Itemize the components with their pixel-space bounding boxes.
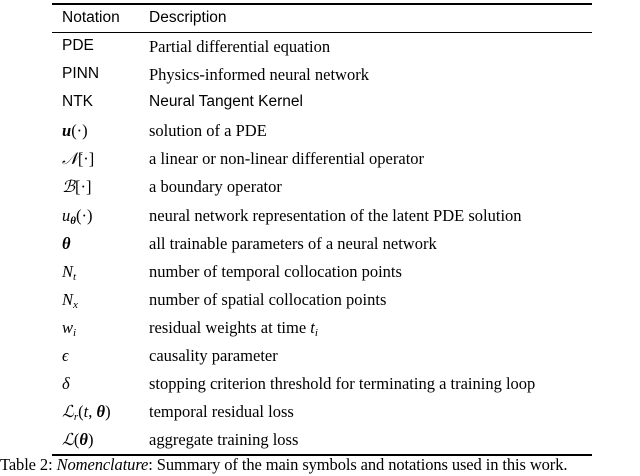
notation-cell: PDE	[62, 37, 94, 54]
table-row: NTK Neural Tangent Kernel	[52, 89, 592, 117]
description-cell: all trainable parameters of a neural net…	[149, 233, 437, 253]
description-cell: a boundary operator	[149, 177, 282, 197]
table-row: δ stopping criterion threshold for termi…	[52, 370, 592, 398]
table-row: θ all trainable parameters of a neural n…	[52, 230, 592, 258]
table-row: uθ(·) neural network representation of t…	[52, 202, 592, 230]
header-description: Description	[149, 9, 227, 26]
table-top-rule	[52, 3, 592, 5]
table-row: u(·) solution of a PDE	[52, 117, 592, 145]
table-header-row: Notation Description	[52, 4, 592, 32]
description-cell: causality parameter	[149, 346, 278, 366]
caption-prefix: Table 2:	[0, 455, 57, 474]
table-row: PINN Physics-informed neural network	[52, 61, 592, 89]
description-cell: solution of a PDE	[149, 121, 267, 141]
description-cell: stopping criterion threshold for termina…	[149, 374, 536, 394]
notation-cell: 𝒩[·]	[62, 149, 95, 169]
table-row: ℒr(t, θ) temporal residual loss	[52, 398, 592, 426]
table-row: ℬ[·] a boundary operator	[52, 173, 592, 201]
notation-cell: Nx	[62, 289, 78, 311]
description-cell: a linear or non-linear differential oper…	[149, 149, 425, 169]
description-cell: residual weights at time ti	[149, 317, 318, 339]
description-cell: number of temporal collocation points	[149, 261, 402, 281]
notation-cell: u(·)	[62, 121, 88, 141]
notation-cell: PINN	[62, 65, 100, 83]
description-cell: neural network representation of the lat…	[149, 205, 522, 225]
table-bottom-rule	[52, 454, 592, 456]
notation-cell: ℒ(θ)	[62, 430, 94, 450]
table-row: ℒ(θ) aggregate training loss	[52, 426, 592, 454]
description-cell: Neural Tangent Kernel	[149, 93, 303, 111]
description-cell: Partial differential equation	[149, 37, 331, 56]
header-notation: Notation	[62, 9, 120, 26]
notation-cell: NTK	[62, 93, 93, 111]
table-row: 𝒩[·] a linear or non-linear differential…	[52, 145, 592, 173]
description-cell: number of spatial collocation points	[149, 289, 387, 309]
notation-cell: ℬ[·]	[62, 177, 92, 197]
table-header-rule	[52, 32, 592, 33]
description-cell: temporal residual loss	[149, 402, 294, 422]
caption-emphasis: Nomenclature	[56, 455, 149, 474]
table-row: wi residual weights at time ti	[52, 314, 592, 342]
description-cell: aggregate training loss	[149, 430, 299, 450]
table-row: Nt number of temporal collocation points	[52, 258, 592, 286]
table-row: Nx number of spatial collocation points	[52, 286, 592, 314]
notation-cell: ϵ	[62, 346, 69, 366]
table-caption: Table 2: Nomenclature: Summary of the ma…	[0, 455, 640, 475]
notation-cell: θ	[62, 233, 71, 253]
table-row: PDE Partial differential equation	[52, 33, 592, 61]
notation-cell: uθ(·)	[62, 205, 93, 227]
notation-cell: ℒr(t, θ)	[62, 402, 111, 424]
notation-cell: wi	[62, 317, 77, 339]
table-body: PDE Partial differential equation PINN P…	[52, 33, 592, 454]
description-cell: Physics-informed neural network	[149, 65, 369, 85]
notation-cell: Nt	[62, 261, 77, 283]
table-row: ϵ causality parameter	[52, 342, 592, 370]
caption-rest: : Summary of the main symbols and notati…	[148, 455, 568, 474]
notation-cell: δ	[62, 374, 70, 394]
